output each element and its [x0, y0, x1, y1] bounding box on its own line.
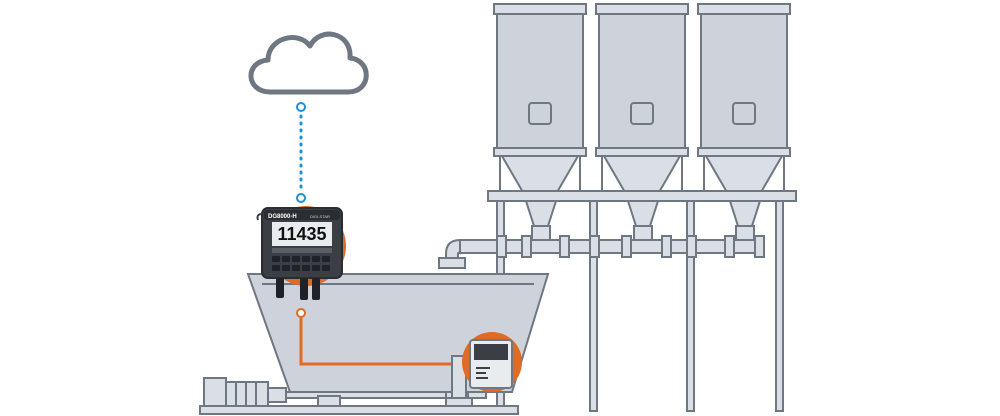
weight-reading: 11435: [277, 224, 326, 244]
mixer-drive: [199, 377, 519, 415]
indicator-keypad: [272, 256, 330, 271]
indicator-brand-label: DIGI-STAR: [310, 214, 330, 219]
conveyor-pipe: [438, 235, 765, 269]
silo-discharge-spouts: [524, 200, 762, 243]
cloud-connection-line: [296, 102, 306, 203]
wireless-transmitter: [462, 332, 522, 392]
silo-2: [595, 3, 689, 195]
weight-indicator: DG8000-H DIGI-STAR 11435: [256, 206, 346, 300]
scale-wiring: [296, 308, 466, 366]
indicator-connectors: [276, 278, 320, 300]
indicator-model-label: DG8000-H: [268, 214, 297, 220]
cloud-icon: [248, 31, 369, 95]
silo-1: [493, 3, 587, 195]
silo-group: [487, 3, 797, 412]
silo-3: [697, 3, 791, 195]
